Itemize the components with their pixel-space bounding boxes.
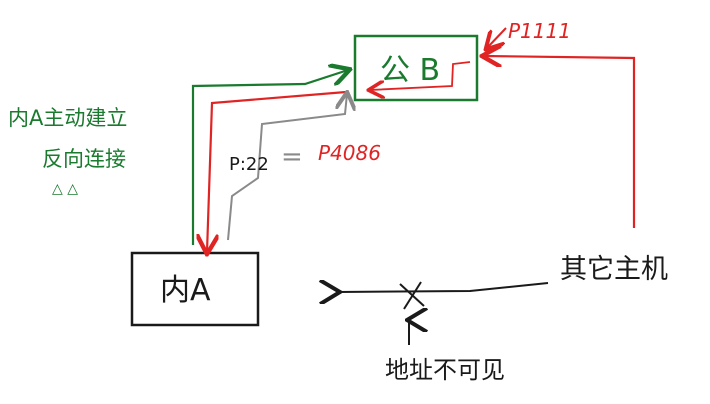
inner-host-a: 内A xyxy=(130,251,260,327)
inner-host-a-box xyxy=(130,251,260,327)
inner-host-a-label: 内A xyxy=(160,273,211,308)
note-line-1: 内A主动建立 xyxy=(8,106,127,130)
public-host-b: 公 B xyxy=(353,34,479,102)
port-map-arrow xyxy=(227,94,347,241)
other-host-label: 其它主机 xyxy=(560,254,668,285)
port-4086-label: P4086 xyxy=(318,141,381,165)
internal-forward-arrow xyxy=(370,61,471,90)
inbound-to-b-arrow xyxy=(484,56,636,228)
reverse-connection-arrow xyxy=(191,70,348,245)
blocked-x-mark xyxy=(399,281,425,310)
public-host-b-box xyxy=(353,34,479,102)
port-1111-label: P1111 xyxy=(508,19,571,43)
unreachable-label: 地址不可见 xyxy=(385,356,505,384)
note-line-2: 反向连接 xyxy=(42,147,126,171)
p1111-pointer-arrow xyxy=(487,27,507,48)
public-host-b-label: 公 B xyxy=(380,53,440,88)
blocked-connection-arrow xyxy=(338,283,549,292)
note-marks: △ △ xyxy=(52,181,78,197)
forward-to-a-arrow xyxy=(207,90,347,252)
port-22-label: P:22 xyxy=(229,154,269,175)
port-equals-label: = xyxy=(281,142,303,172)
